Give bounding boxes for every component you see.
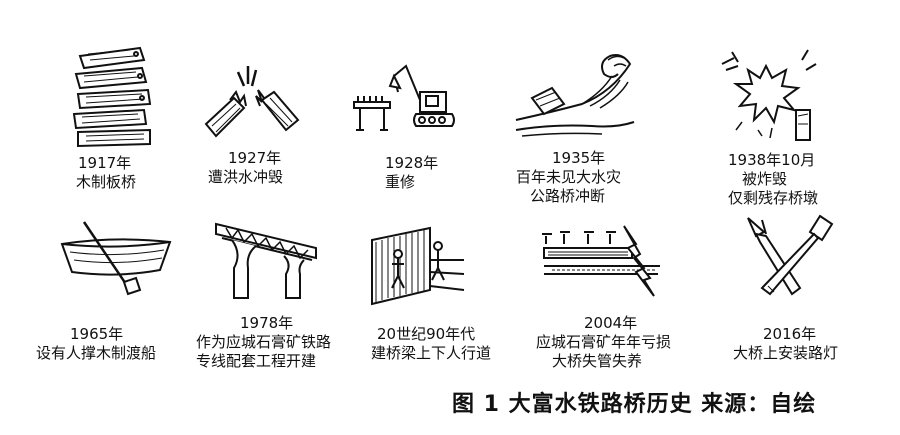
event-label: 重修 xyxy=(385,173,416,191)
year-label: 1928年 xyxy=(385,154,439,172)
year-label: 1965年 xyxy=(70,325,124,343)
explosion-icon xyxy=(712,44,820,144)
event-label: 应城石膏矿年年亏损 xyxy=(536,333,672,351)
year-label: 1935年 xyxy=(552,149,606,167)
tools-icon xyxy=(740,212,840,302)
excavator-icon xyxy=(350,52,460,134)
event-label: 大桥失管失养 xyxy=(552,352,643,370)
year-label: 1927年 xyxy=(228,149,282,167)
event-label: 建桥梁上下人行道 xyxy=(371,344,492,362)
year-label: 1917年 xyxy=(78,154,132,172)
event-label: 百年未见大水灾 xyxy=(516,168,622,186)
year-label: 1938年10月 xyxy=(728,151,816,169)
event-label: 20世纪90年代 xyxy=(377,325,476,343)
event-label: 公路桥冲断 xyxy=(530,187,606,205)
wooden-planks-icon xyxy=(70,42,160,152)
event-label: 遭洪水冲毁 xyxy=(208,168,284,186)
year-label: 2016年 xyxy=(763,325,817,343)
event-label: 设有人撑木制渡船 xyxy=(36,344,157,362)
event-label: 木制板桥 xyxy=(76,173,137,191)
event-label: 仅剩残存桥墩 xyxy=(728,189,819,207)
ferry-boat-icon xyxy=(56,218,176,298)
broken-bridge-icon xyxy=(200,62,304,144)
event-label: 大桥上安装路灯 xyxy=(733,344,839,362)
year-label: 2004年 xyxy=(584,314,638,332)
pedestrian-walkway-icon xyxy=(368,220,468,308)
truss-bridge-icon xyxy=(212,218,322,302)
figure-caption: 图 1 大富水铁路桥历史 来源：自绘 xyxy=(452,392,817,417)
damaged-bridge-icon xyxy=(540,222,666,300)
event-label: 作为应城石膏矿铁路 xyxy=(196,333,332,351)
flood-wave-icon xyxy=(512,46,640,140)
year-label: 1978年 xyxy=(240,314,294,332)
event-label: 专线配套工程开建 xyxy=(196,352,317,370)
event-label: 被炸毁 xyxy=(742,170,788,188)
